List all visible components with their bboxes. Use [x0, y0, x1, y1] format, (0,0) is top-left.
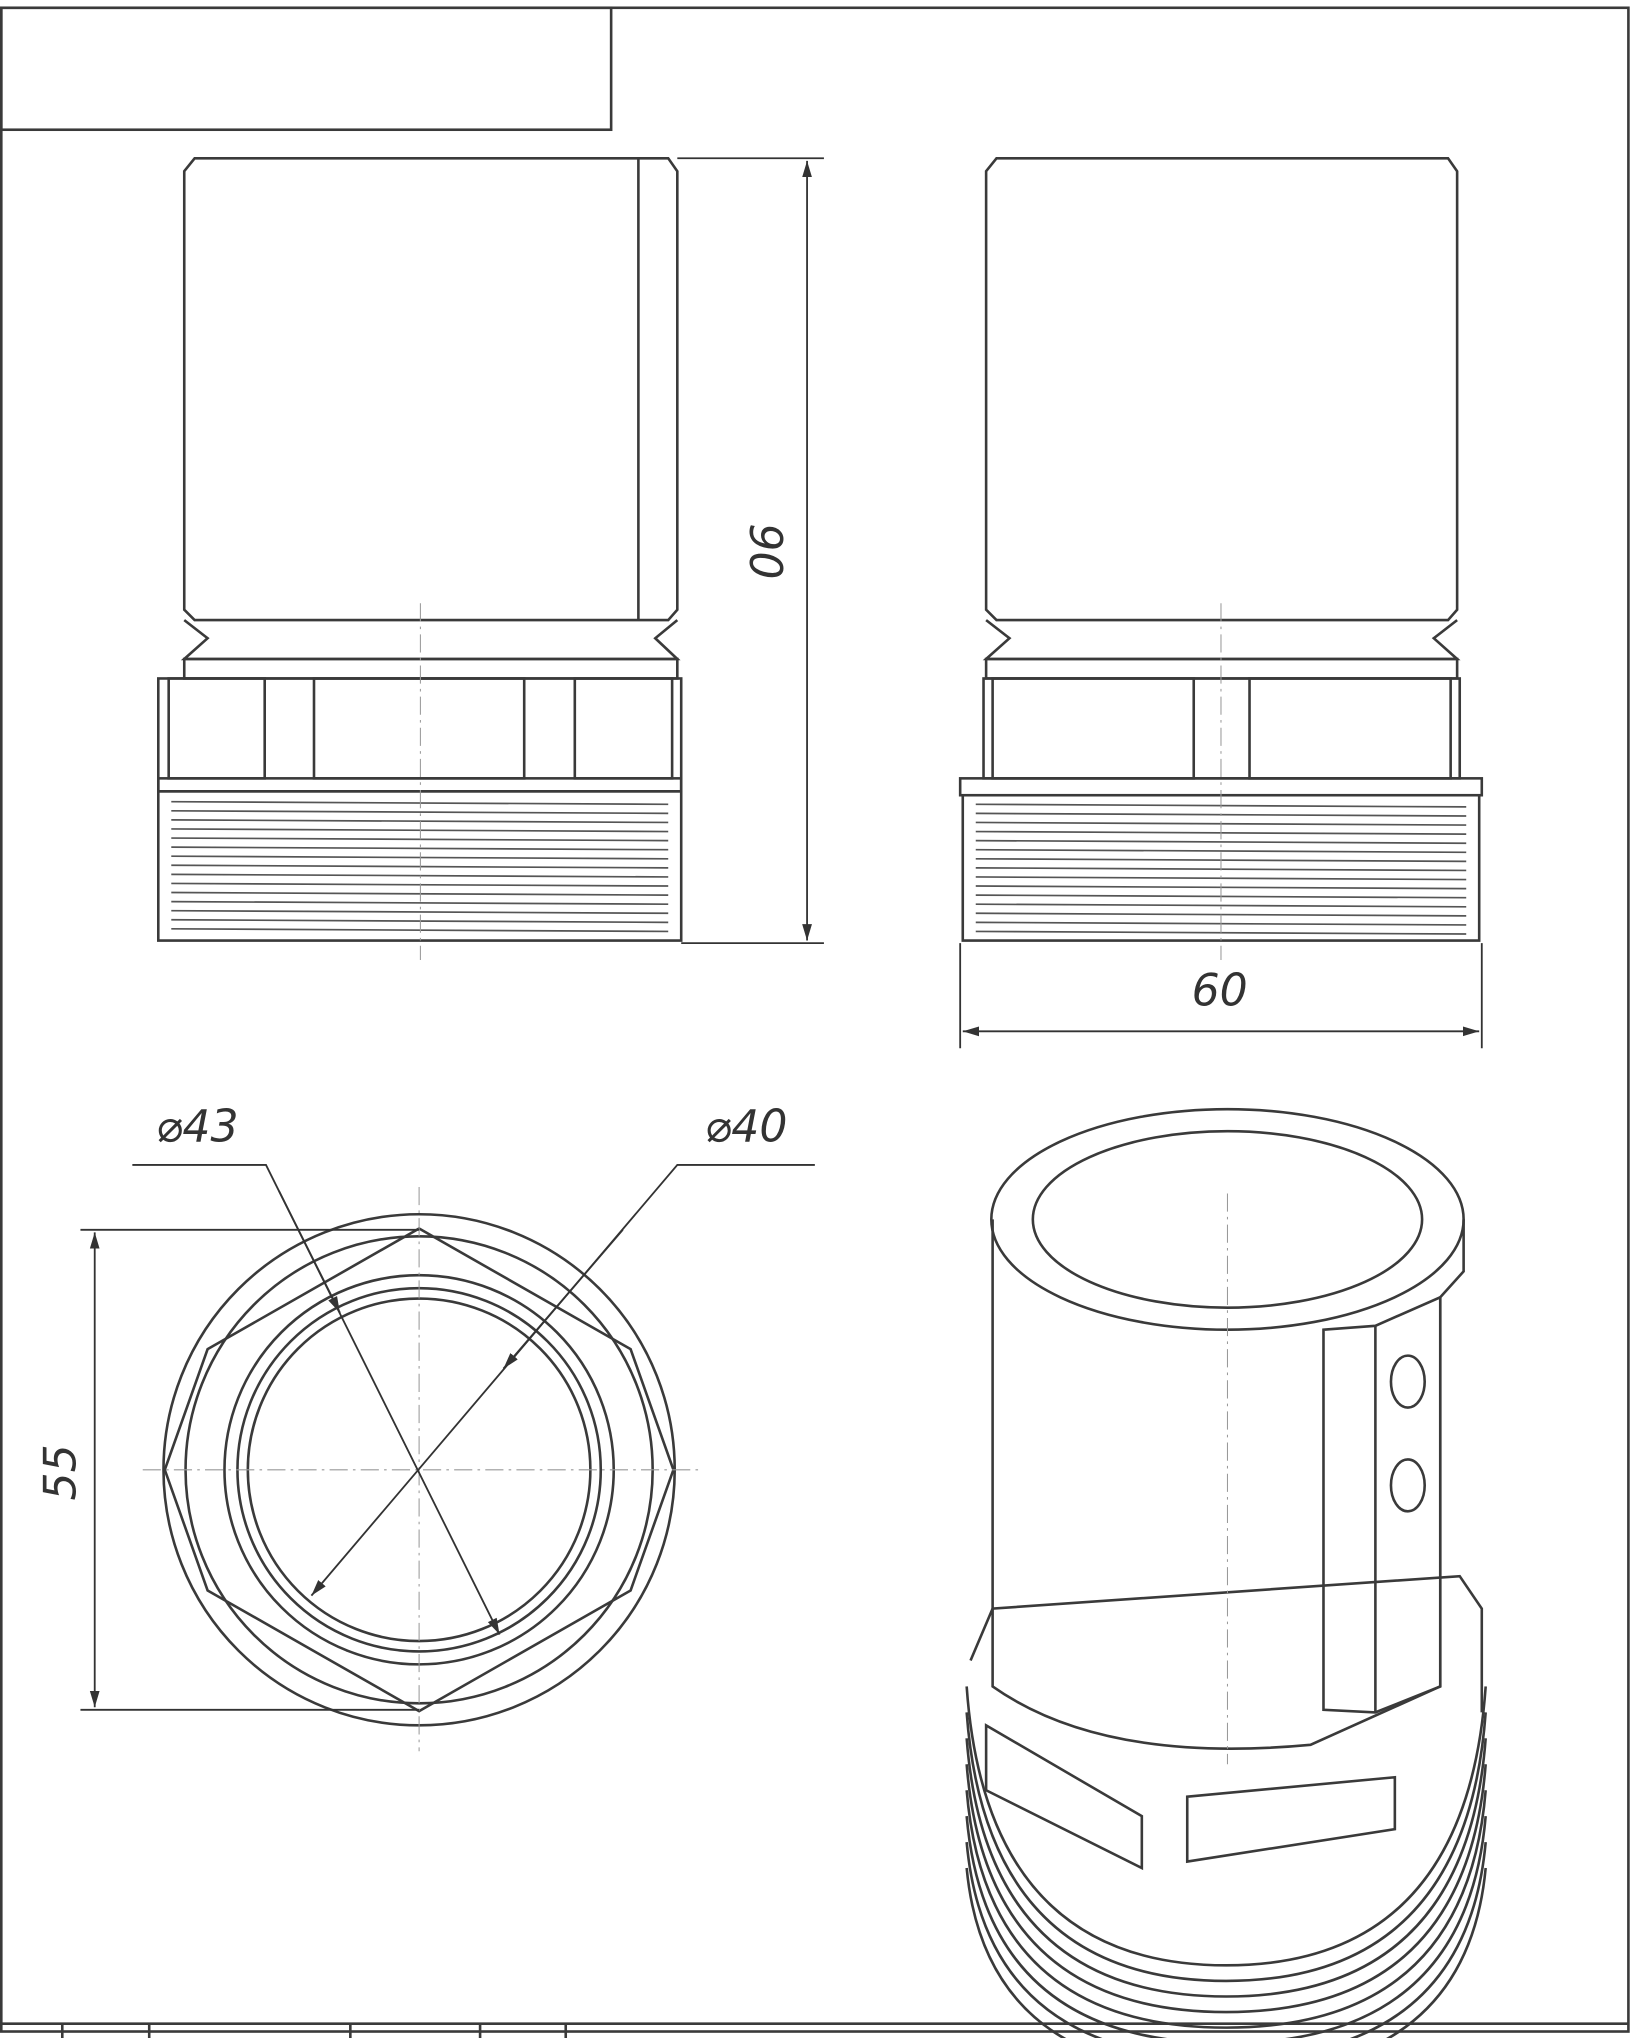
thread-line [171, 882, 669, 887]
thread-arc [965, 1686, 1487, 1967]
sheet-frame [0, 6, 1630, 2038]
front-view [157, 156, 683, 960]
top-view [142, 1186, 701, 1752]
thread-line [171, 918, 669, 924]
width-dimension-label: 60 [1192, 965, 1248, 1016]
height-dimension-label: 90 [739, 523, 790, 579]
diameter-43-dimension: ⌀43 [132, 1102, 501, 1635]
thread-line [171, 909, 669, 915]
thread-line [975, 839, 1467, 845]
thread-line [171, 828, 669, 833]
diameter-43-label: ⌀43 [156, 1102, 239, 1153]
across-flats-dimension: 55 [35, 1228, 420, 1711]
thread-arc [965, 1867, 1487, 2038]
thread-line [171, 855, 669, 860]
thread-line [171, 809, 669, 815]
thread-arc [965, 1764, 1487, 2014]
title-box [0, 6, 613, 132]
thread-line [975, 848, 1467, 854]
across-flats-label: 55 [35, 1444, 86, 1500]
thread-arc [965, 1738, 1487, 1998]
thread-arc [965, 1816, 1487, 2038]
side-view [958, 156, 1484, 960]
thread-line [171, 800, 669, 806]
thread-line [171, 819, 669, 824]
isometric-view [965, 1107, 1487, 2038]
height-dimension: 90 [677, 157, 824, 945]
thread-line [171, 864, 669, 869]
diameter-40-label: ⌀40 [705, 1102, 788, 1153]
thread-line [171, 846, 669, 851]
width-dimension: 60 [959, 943, 1483, 1049]
thread-line [171, 927, 669, 933]
thread-line [171, 873, 669, 878]
thread-line [975, 903, 1467, 908]
thread-arc [965, 1712, 1487, 1983]
thread-line [171, 837, 669, 842]
thread-arc [965, 1790, 1487, 2029]
thread-line [171, 891, 669, 896]
thread-line [171, 900, 669, 906]
diameter-40-dimension: ⌀40 [310, 1102, 815, 1597]
thread-arc [965, 1841, 1487, 2038]
